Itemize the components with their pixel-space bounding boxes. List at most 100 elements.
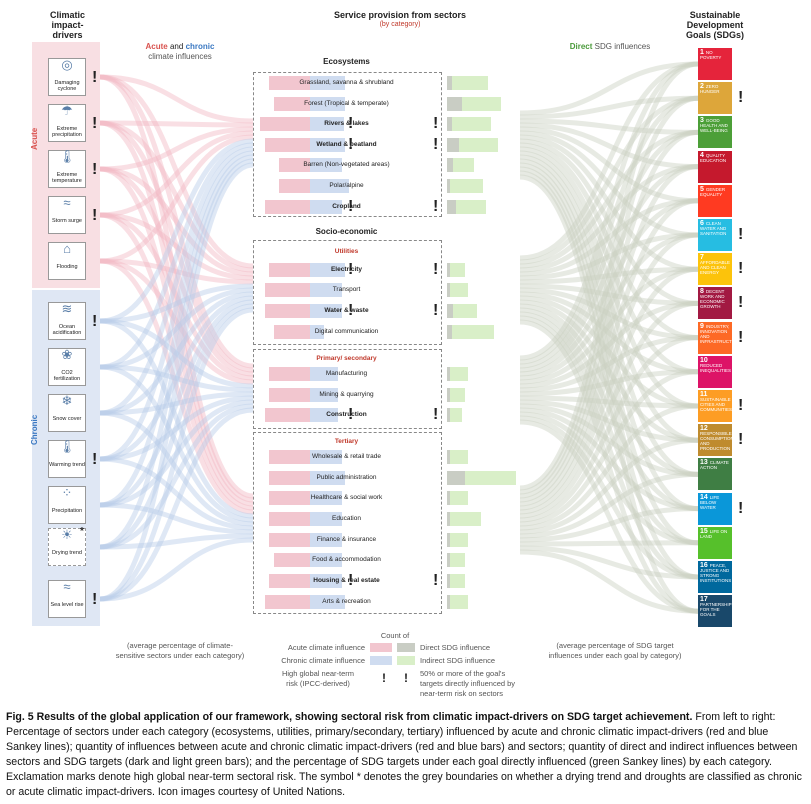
sector-label: Housing & real estate	[313, 577, 380, 584]
sankey-line	[519, 126, 699, 204]
sdg-tile-1: 1 NO POVERTY	[698, 48, 732, 80]
half-excl-icon: !	[433, 302, 439, 319]
sector-label: Wetland & peatland	[316, 141, 377, 148]
sankey-line	[519, 164, 699, 503]
sdg-tile-7: 7 AFFORDABLE AND CLEAN ENERGY	[698, 253, 732, 286]
socio-title: Socio-economic	[315, 227, 378, 236]
sankey-line	[519, 437, 699, 535]
primary-box	[253, 349, 442, 429]
sankey-line	[519, 471, 699, 539]
legend-risk-label: High global near-term risk (IPCC-derived…	[281, 669, 355, 688]
sdg-tile-15: 15 LIFE ON LAND	[698, 526, 732, 559]
sector-label: Food & accommodation	[312, 556, 381, 563]
indirect-bar	[465, 471, 516, 485]
sankey-line	[519, 300, 699, 389]
sdg-number: 17	[700, 596, 708, 604]
sankey-line	[99, 74, 254, 369]
sankey-line	[519, 142, 699, 341]
driver-icon: ❄	[61, 393, 73, 408]
service-header: Service provision from sectors	[333, 10, 467, 20]
sector-label: Cropland	[332, 203, 361, 210]
direct-bar	[447, 512, 450, 526]
sankey-line	[519, 403, 699, 531]
figure-caption: Fig. 5 Results of the global application…	[6, 710, 806, 800]
sector-label: Healthcare & social work	[310, 494, 383, 501]
sankey-line	[99, 74, 254, 499]
sdg-tile-8: 8 DECENT WORK AND ECONOMIC GROWTH	[698, 287, 732, 320]
half-excl-icon: !	[433, 136, 439, 153]
direct-bar	[447, 450, 450, 464]
acute-bar	[265, 138, 310, 152]
risk-excl-icon: !	[348, 302, 354, 319]
legend-chronic-swatch	[370, 656, 392, 665]
sdg-excl-icon: !	[738, 431, 744, 449]
sdg-header: Sustainable Development Goals (SDGs)	[685, 10, 744, 40]
sankey-line	[519, 403, 699, 477]
sankey-line	[519, 232, 699, 281]
sankey-line	[519, 419, 699, 614]
sankey-line	[99, 126, 254, 172]
sankey-line	[519, 118, 699, 135]
sdg-tile-6: 6 CLEAN WATER AND SANITATION	[698, 219, 732, 251]
sankey-line	[519, 319, 699, 614]
sdg-number: 3	[700, 117, 706, 125]
sdg-label: RESPONSIBLE CONSUMPTION AND PRODUCTION	[700, 431, 734, 452]
direct-bar	[447, 304, 453, 318]
utilities-title: Utilities	[334, 248, 359, 255]
sankey-line	[99, 299, 254, 508]
driver-icon: ◎	[61, 57, 73, 72]
direct-bar	[447, 179, 450, 193]
sankey-line	[99, 74, 254, 269]
acute-bar	[269, 512, 310, 526]
sdg-number: 7	[700, 254, 704, 262]
acute-bar	[269, 367, 310, 381]
sankey-line	[519, 506, 699, 543]
sankey-line	[99, 318, 254, 519]
sector-label: Mining & quarrying	[319, 391, 374, 398]
sdg-label: SUSTAINABLE CITIES AND COMMUNITIES	[700, 397, 732, 412]
driver-icon: ❀	[61, 347, 73, 362]
sankey-line	[519, 129, 699, 269]
chronic-side-label: Chronic	[30, 414, 39, 445]
driver-label: Snow cover	[52, 416, 82, 422]
driver-icon: ⁘	[61, 485, 73, 500]
sankey-line	[519, 198, 699, 507]
sankey-line	[519, 174, 699, 614]
chronic-bar	[310, 200, 342, 214]
sankey-line	[99, 120, 254, 128]
ecosystems-title: Ecosystems	[323, 57, 370, 66]
sankey-line	[519, 198, 699, 377]
indirect-bar	[450, 408, 462, 422]
sdg-label: ZERO HUNGER	[700, 84, 720, 95]
chronic-bar	[310, 471, 345, 485]
driver-label: Extreme precipitation	[52, 126, 82, 138]
driver-label: Storm surge	[52, 218, 82, 224]
sankey-line	[99, 154, 254, 508]
chronic-bar	[310, 138, 345, 152]
sdg-number: 12	[700, 425, 708, 433]
sankey-line	[99, 410, 254, 527]
direct-bar	[447, 367, 450, 381]
acute-bar	[269, 574, 310, 588]
sankey-line	[99, 287, 254, 370]
chronic-bar	[310, 491, 342, 505]
legend-acute-label: Acute climate influence	[287, 643, 365, 652]
asterisk-icon: *	[80, 526, 84, 537]
sankey-line	[519, 266, 699, 515]
sankey-line	[99, 166, 254, 507]
direct-bar	[447, 283, 450, 297]
sankey-line	[519, 95, 699, 120]
sankey-line	[519, 61, 699, 116]
acute-bar	[269, 76, 310, 90]
sankey-line	[519, 335, 699, 393]
driver-icon: ≈	[63, 195, 71, 210]
count-of-label: Count of	[380, 631, 410, 640]
indirect-bar	[450, 553, 465, 567]
sankey-line	[519, 232, 699, 511]
indirect-bar	[450, 283, 468, 297]
sdg-number: 16	[700, 562, 710, 569]
chronic-bar	[310, 512, 342, 526]
sankey-line	[519, 122, 699, 170]
sankey-line	[99, 120, 254, 503]
sankey-line	[99, 283, 254, 324]
